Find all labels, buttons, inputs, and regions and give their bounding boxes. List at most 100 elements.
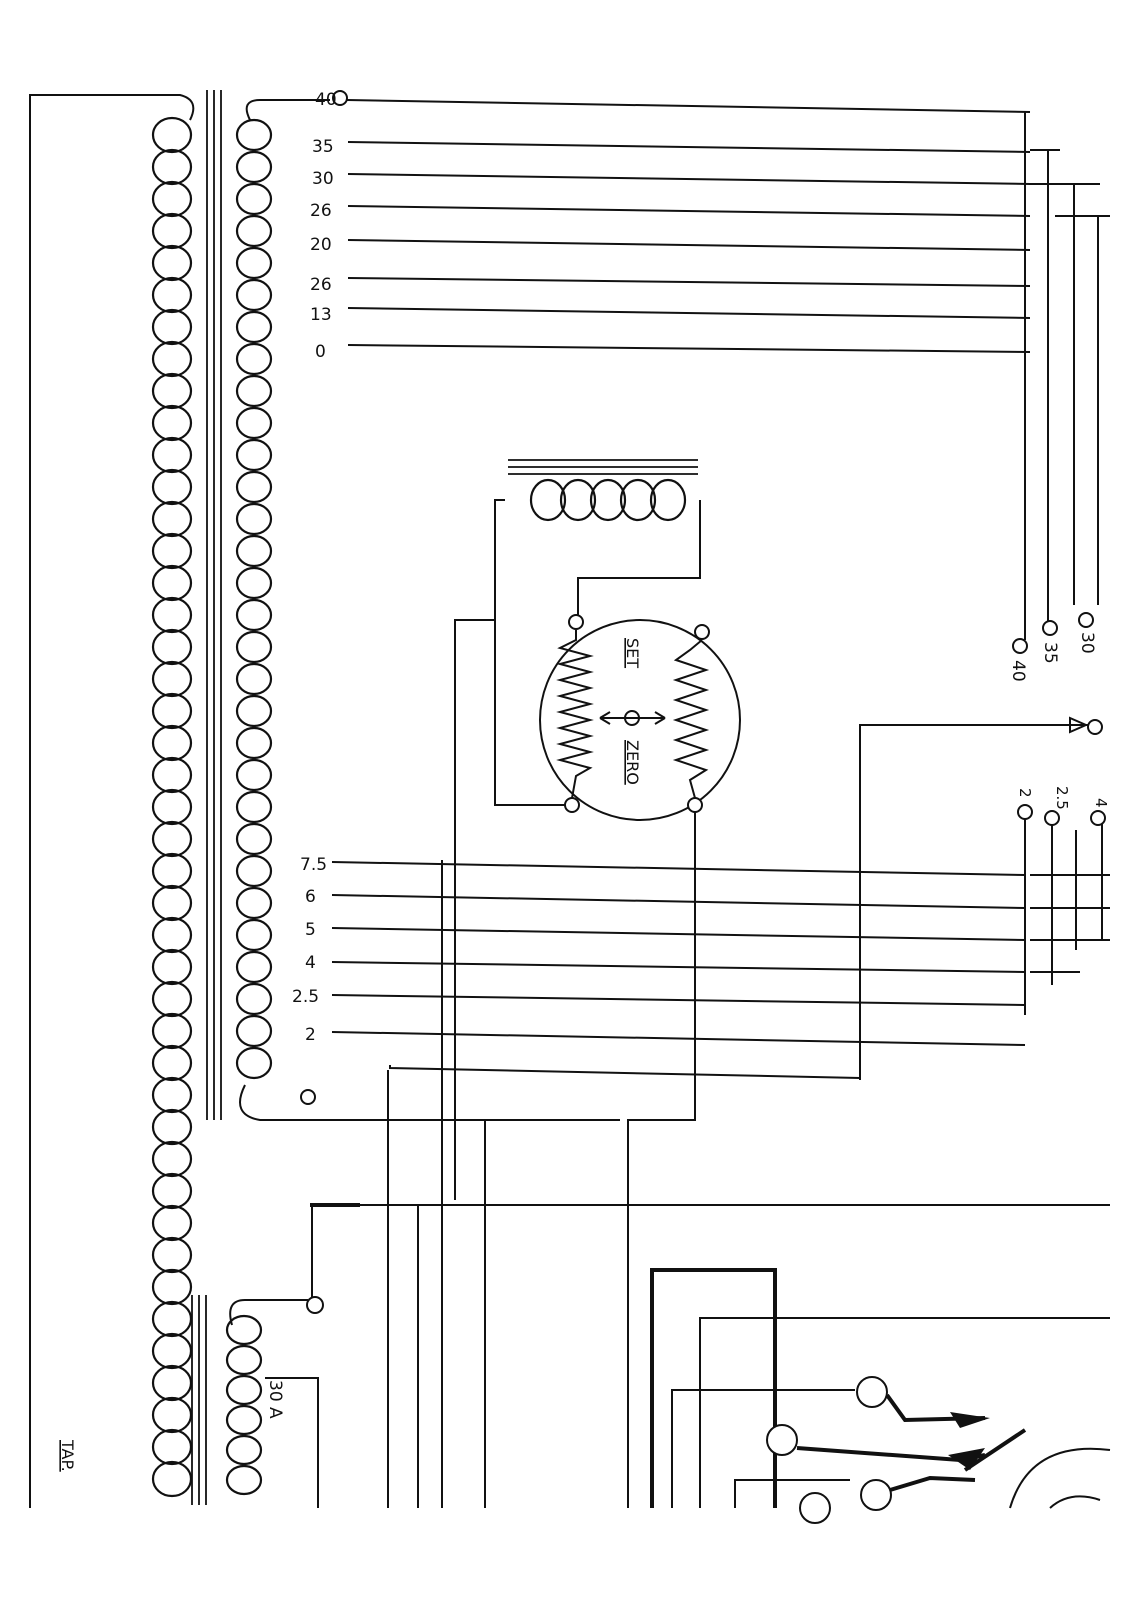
lower-tap-group: 7.5 6 5 4 2.5 2 4 2.5 2 xyxy=(292,786,1110,1105)
coil-loop xyxy=(235,214,273,248)
pot-terminal-top-right[interactable] xyxy=(694,624,710,640)
lower-switch-label-2: 2 xyxy=(1016,788,1034,798)
lower-switch-terminal-2[interactable] xyxy=(1017,804,1033,820)
tap-footer-label: TAP. xyxy=(58,1439,77,1472)
coil-loop xyxy=(151,756,193,794)
contact-terminal-4[interactable] xyxy=(799,1492,831,1524)
tap-terminal-40[interactable] xyxy=(332,90,348,106)
coil-loop xyxy=(151,1364,193,1402)
coil-loop xyxy=(151,1044,193,1082)
secondary-tap-terminal[interactable] xyxy=(306,1296,324,1314)
coil-loop xyxy=(151,1108,193,1146)
coil-loop xyxy=(235,758,273,792)
coil-loop xyxy=(151,1332,193,1370)
coil-loop xyxy=(151,1300,193,1338)
coil-loop xyxy=(225,1374,263,1406)
tap-label-40: 40 xyxy=(315,90,337,110)
primary-coil xyxy=(151,116,193,1498)
coil-loop xyxy=(151,788,193,826)
coil-loop xyxy=(235,470,273,504)
coil-loop xyxy=(151,1236,193,1274)
tap-label-13: 13 xyxy=(310,305,332,325)
pot-label-zero: ZERO xyxy=(623,740,642,785)
lower-switch-label-4: 4 xyxy=(1092,798,1110,808)
lower-switch-terminal-2-5[interactable] xyxy=(1044,810,1060,826)
coil-loop xyxy=(151,212,193,250)
tap-label-5: 5 xyxy=(305,920,316,940)
coil-loop xyxy=(619,478,657,522)
coil-loop xyxy=(235,1014,273,1048)
pot-terminal-bottom-right[interactable] xyxy=(687,797,703,813)
coil-loop xyxy=(235,630,273,664)
coil-loop xyxy=(235,310,273,344)
motor-outline xyxy=(1009,1447,1111,1509)
coil-loop xyxy=(151,1268,193,1306)
coil-loop xyxy=(225,1434,263,1466)
coil-loop xyxy=(151,1140,193,1178)
tap-label-26b: 26 xyxy=(310,275,332,295)
coil-loop xyxy=(151,852,193,890)
coil-loop xyxy=(151,1428,193,1466)
lower-switch-label-2-5: 2.5 xyxy=(1053,786,1071,810)
coil-loop xyxy=(151,692,193,730)
tap-label-30: 30 xyxy=(312,169,334,189)
coil-loop xyxy=(151,948,193,986)
upper-switch-terminal-35[interactable] xyxy=(1042,620,1058,636)
coil-loop xyxy=(151,404,193,442)
coil-loop xyxy=(151,884,193,922)
tap-terminal-0-lower[interactable] xyxy=(300,1089,316,1105)
contact-terminal-2[interactable] xyxy=(766,1424,798,1456)
coil-loop xyxy=(235,118,273,152)
output-terminal[interactable] xyxy=(1087,719,1103,735)
coil-loop xyxy=(235,246,273,280)
contact-terminal-1[interactable] xyxy=(856,1376,888,1408)
pot-terminal-bottom-left[interactable] xyxy=(564,797,580,813)
contact-terminal-3[interactable] xyxy=(860,1479,892,1511)
upper-switch-terminal-40[interactable] xyxy=(1012,638,1028,654)
coil-loop xyxy=(235,342,273,376)
zero-set-network: SET ZERO xyxy=(454,459,741,1508)
coil-loop xyxy=(235,886,273,920)
secondary-label-30a: 30 A xyxy=(265,1380,285,1419)
coil-loop xyxy=(151,1076,193,1114)
pot-terminal-top-left[interactable] xyxy=(568,614,584,630)
coil-loop xyxy=(151,916,193,954)
coil-loop xyxy=(151,564,193,602)
coil-loop xyxy=(235,598,273,632)
coil-loop xyxy=(151,308,193,346)
small-coil xyxy=(225,1314,263,1496)
coil-loop xyxy=(235,790,273,824)
upper-switch-label-35: 35 xyxy=(1040,642,1060,664)
coil-loop xyxy=(151,660,193,698)
upper-switch-terminal-30[interactable] xyxy=(1078,612,1094,628)
coil-loop xyxy=(151,436,193,474)
coil-loop xyxy=(235,438,273,472)
coil-loop xyxy=(151,724,193,762)
coil-loop xyxy=(235,822,273,856)
coil-loop xyxy=(151,820,193,858)
coil-loop xyxy=(559,478,597,522)
coil-loop xyxy=(529,478,567,522)
coil-loop xyxy=(151,500,193,538)
upper-switch-label-40: 40 xyxy=(1008,660,1028,682)
coil-loop xyxy=(151,340,193,378)
tap-label-35: 35 xyxy=(312,137,334,157)
coil-loop xyxy=(151,1172,193,1210)
coil-loop xyxy=(151,276,193,314)
zero-set-pot xyxy=(539,619,741,821)
coil-loop xyxy=(235,950,273,984)
coil-loop xyxy=(235,726,273,760)
lower-switch-terminal-4[interactable] xyxy=(1090,810,1106,826)
coil-loop xyxy=(649,478,687,522)
coil-loop xyxy=(235,854,273,888)
coil-loop xyxy=(235,566,273,600)
tap-label-26: 26 xyxy=(310,201,332,221)
coil-loop xyxy=(235,182,273,216)
output-lead xyxy=(859,716,1103,1080)
resistor-right xyxy=(672,639,710,799)
coil-loop xyxy=(235,502,273,536)
upper-switch-label-30: 30 xyxy=(1077,632,1097,654)
coil-loop xyxy=(151,372,193,410)
coil-loop xyxy=(151,628,193,666)
